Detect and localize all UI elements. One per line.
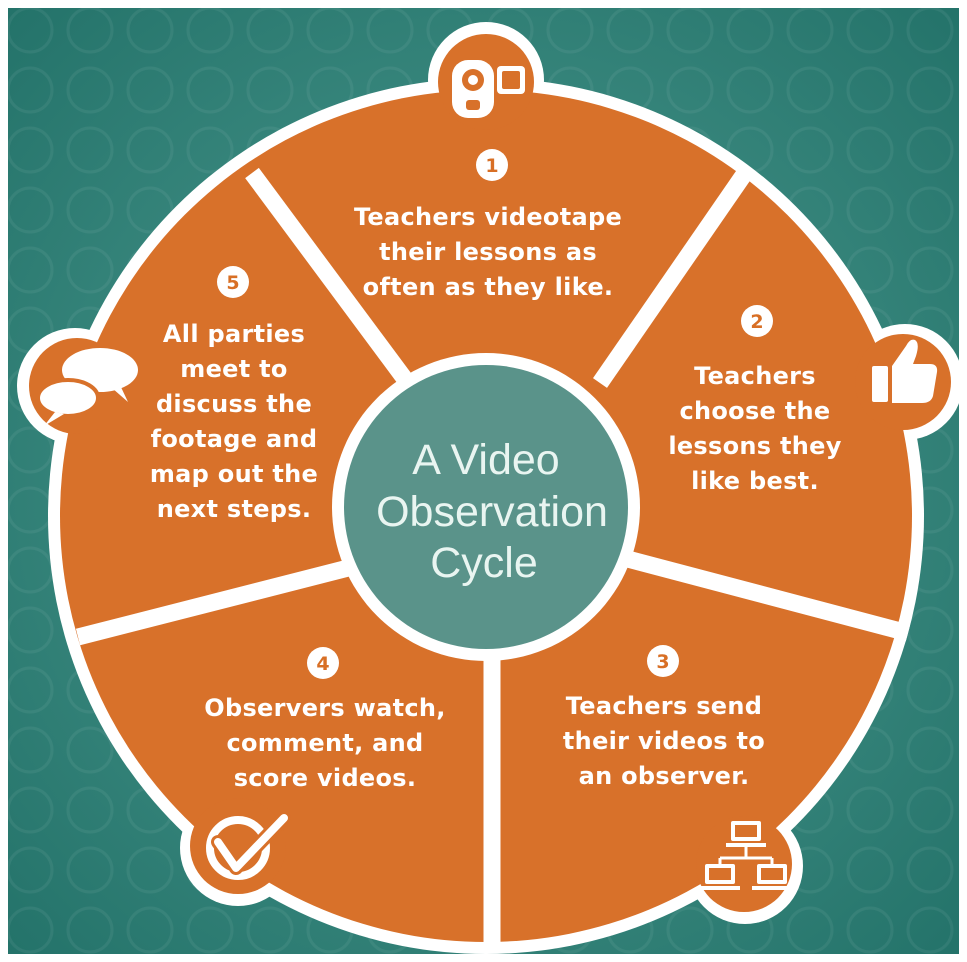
center-title: A Video Observation Cycle <box>376 436 608 587</box>
step-text-line: often as they like. <box>363 273 614 301</box>
step-text-line: footage and <box>151 425 318 453</box>
step-text-line: map out the <box>150 460 318 488</box>
step-text-line: lessons they <box>668 432 841 460</box>
step-text-line: choose the <box>679 397 830 425</box>
thumbs-up-icon <box>872 339 938 403</box>
checkmark-icon <box>206 811 291 880</box>
speech-bubbles-icon <box>36 348 138 426</box>
step-text-line: their videos to <box>563 727 765 755</box>
step-text-line: comment, and <box>226 729 423 757</box>
step-number: 2 <box>750 311 763 333</box>
center-title-line-1: A Video <box>412 436 559 484</box>
step-text-line: next steps. <box>157 495 312 523</box>
segment-dividers <box>75 167 911 950</box>
step-number: 1 <box>485 155 498 177</box>
network-computers-icon <box>700 821 792 890</box>
step-3: 3 Teachers send their videos to an obser… <box>563 645 765 790</box>
step-4: 4 Observers watch, comment, and score vi… <box>204 647 445 792</box>
step-text-line: like best. <box>691 467 819 495</box>
step-text-line: Teachers send <box>566 692 762 720</box>
step-text-line: Teachers videotape <box>354 203 622 231</box>
video-camera-icon <box>452 60 525 118</box>
center-title-line-3: Cycle <box>430 539 538 587</box>
step-number-badge <box>217 266 249 298</box>
step-text-line: their lessons as <box>379 238 597 266</box>
step-number: 4 <box>316 653 329 675</box>
step-text-line: All parties <box>163 320 305 348</box>
center-title-line-2: Observation <box>376 488 608 536</box>
step-number: 5 <box>226 272 239 294</box>
step-text-line: Observers watch, <box>204 694 445 722</box>
step-2: 2 Teachers choose the lessons they like … <box>668 305 841 495</box>
step-number-badge <box>307 647 339 679</box>
step-number-badge <box>476 149 508 181</box>
step-1: 1 Teachers videotape their lessons as of… <box>354 149 622 301</box>
step-text-line: score videos. <box>234 764 417 792</box>
step-text-line: an observer. <box>579 762 750 790</box>
step-text-line: discuss the <box>156 390 312 418</box>
step-number-badge <box>647 645 679 677</box>
step-5: 5 All parties meet to discuss the footag… <box>150 266 318 523</box>
step-number-badge <box>741 305 773 337</box>
step-text-line: meet to <box>180 355 287 383</box>
step-text-line: Teachers <box>694 362 816 390</box>
step-number: 3 <box>656 651 669 673</box>
